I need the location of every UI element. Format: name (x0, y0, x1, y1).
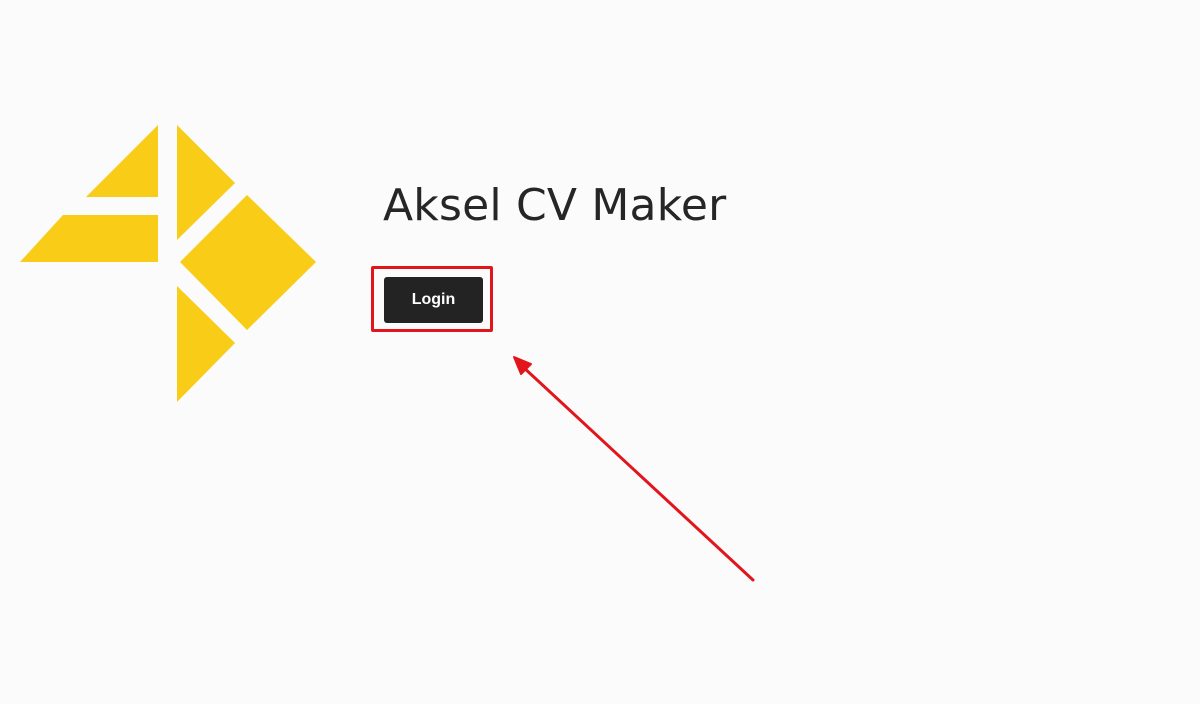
logo-left-trapezoid (20, 215, 158, 262)
logo-diamond (180, 195, 316, 330)
logo-lower-triangle (177, 286, 235, 402)
logo-upper-right-triangle (177, 125, 235, 240)
login-button[interactable]: Login (384, 277, 483, 323)
app-title: Aksel CV Maker (383, 180, 727, 231)
aksel-logo-icon (20, 125, 316, 402)
logo-top-left-triangle (86, 125, 158, 197)
